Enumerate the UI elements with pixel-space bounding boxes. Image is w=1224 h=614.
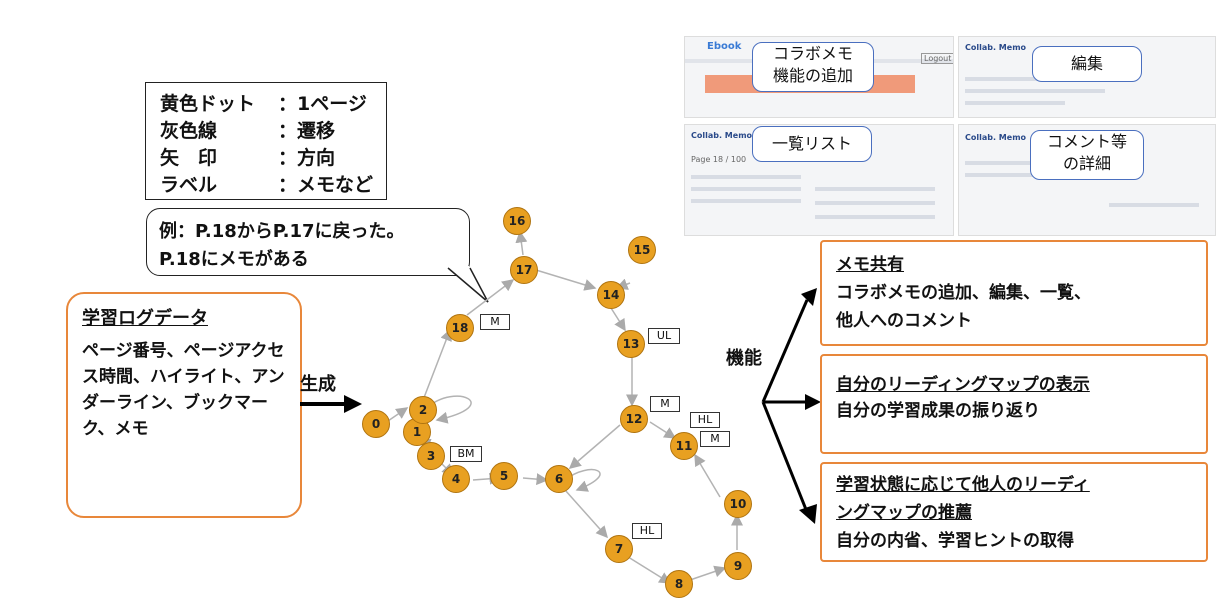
graph-node: 18: [446, 314, 474, 342]
graph-node: 0: [362, 410, 390, 438]
generate-label: 生成: [300, 374, 336, 395]
graph-node: 9: [724, 552, 752, 580]
callout-collab-memo-add: コラボメモ 機能の追加: [752, 42, 874, 92]
feature-title-cont: ングマップの推薦: [836, 503, 972, 523]
example-bubble: 例：P.18からP.17に戻った。 P.18にメモがある: [146, 208, 470, 276]
underline-tag: UL: [648, 328, 680, 344]
example-line-2: P.18にメモがある: [159, 249, 309, 270]
learning-log-box: 学習ログデータ ページ番号、ページアクセス時間、ハイライト、アンダーライン、ブッ…: [66, 292, 302, 518]
bubble-tail: [447, 266, 489, 303]
graph-node: 6: [545, 465, 573, 493]
feature-body: 自分の内省、学習ヒントの取得: [836, 531, 1074, 551]
graph-node: 5: [490, 462, 518, 490]
legend-row: 灰色線：遷移: [160, 120, 336, 142]
learning-log-title: 学習ログデータ: [82, 308, 208, 329]
memo-tag: M: [480, 314, 510, 330]
graph-node: 10: [724, 490, 752, 518]
feature-title: 自分のリーディングマップの表示: [836, 375, 1090, 395]
feature-recommend: 学習状態に応じて他人のリーディ ングマップの推薦 自分の内省、学習ヒントの取得: [820, 462, 1208, 562]
graph-node: 2: [409, 396, 437, 424]
feature-title: 学習状態に応じて他人のリーディ: [836, 475, 1090, 495]
graph-node: 16: [503, 207, 531, 235]
callout-list: 一覧リスト: [752, 126, 872, 162]
highlight-tag: HL: [632, 523, 662, 539]
feature-body: コラボメモの追加、編集、一覧、: [836, 283, 1091, 303]
graph-node: 7: [605, 535, 633, 563]
feature-title: メモ共有: [836, 255, 904, 275]
learning-log-body: ページ番号、ページアクセス時間、ハイライト、アンダーライン、ブックマーク、メモ: [82, 341, 285, 439]
legend-box: 黄色ドット：1ページ 灰色線：遷移 矢 印：方向 ラベル：メモなど: [145, 82, 387, 200]
graph-node: 11: [670, 432, 698, 460]
graph-node: 12: [620, 405, 648, 433]
logout-button[interactable]: Logout: [921, 53, 953, 64]
graph-node: 8: [665, 570, 693, 598]
feature-my-reading-map: 自分のリーディングマップの表示 自分の学習成果の振り返り: [820, 354, 1208, 454]
graph-node: 4: [442, 465, 470, 493]
graph-node: 17: [510, 256, 538, 284]
feature-body: 他人へのコメント: [836, 311, 972, 331]
graph-edges: [384, 230, 743, 584]
legend-row: 矢 印：方向: [160, 147, 336, 169]
feature-memo-share: メモ共有 コラボメモの追加、編集、一覧、 他人へのコメント: [820, 240, 1208, 346]
example-line-1: 例：P.18からP.17に戻った。: [159, 221, 405, 242]
graph-node: 14: [597, 281, 625, 309]
branch-arrows-icon: [761, 288, 821, 524]
graph-node: 13: [617, 330, 645, 358]
function-label: 機能: [726, 348, 762, 369]
generate-arrow-icon: [300, 395, 362, 413]
legend-row: 黄色ドット：1ページ: [160, 93, 367, 115]
feature-body: 自分の学習成果の振り返り: [836, 401, 1040, 421]
legend-row: ラベル：メモなど: [160, 174, 374, 196]
callout-edit: 編集: [1032, 46, 1142, 82]
highlight-tag: HL: [690, 412, 720, 428]
graph-node: 15: [628, 236, 656, 264]
callout-comment-detail: コメント等 の詳細: [1030, 130, 1144, 180]
graph-node: 3: [417, 442, 445, 470]
memo-tag: M: [650, 396, 680, 412]
memo-tag: M: [700, 431, 730, 447]
bookmark-tag: BM: [450, 446, 482, 462]
